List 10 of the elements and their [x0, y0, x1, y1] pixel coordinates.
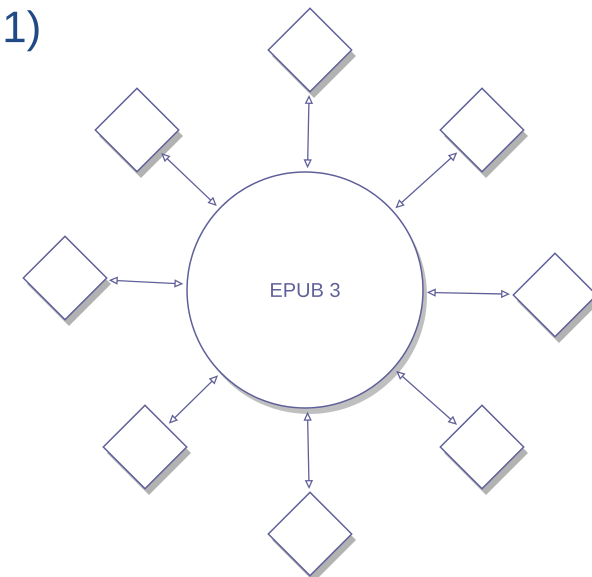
diamond-shape [512, 252, 592, 343]
diamond-shape [22, 235, 111, 326]
diamond-shape [94, 87, 183, 178]
diamond-shape [102, 404, 191, 495]
figure-number: 1) [6, 10, 39, 52]
diamond-shape [439, 404, 528, 495]
diamond-shape [439, 87, 528, 178]
diamond-shape [267, 7, 356, 98]
diamond-shape [267, 491, 356, 577]
circle-node: EPUB 3 [186, 171, 427, 414]
